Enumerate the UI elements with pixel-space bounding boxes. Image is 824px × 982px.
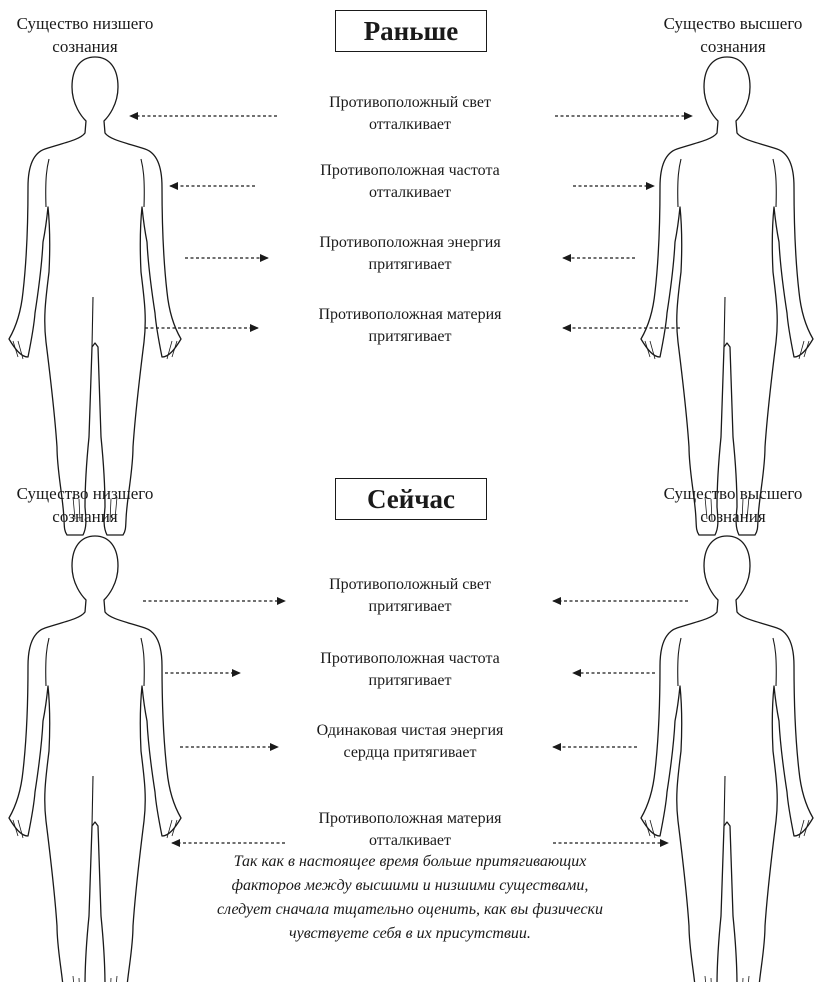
footnote: Так как в настоящее время больше притяги… — [216, 853, 604, 942]
lower-being-figure-before — [8, 56, 182, 536]
section-title-before: Раньше — [335, 10, 487, 52]
arrow-layer — [129, 111, 693, 848]
higher-being-figure-before — [640, 56, 814, 536]
section-title-now: Сейчас — [335, 478, 487, 520]
